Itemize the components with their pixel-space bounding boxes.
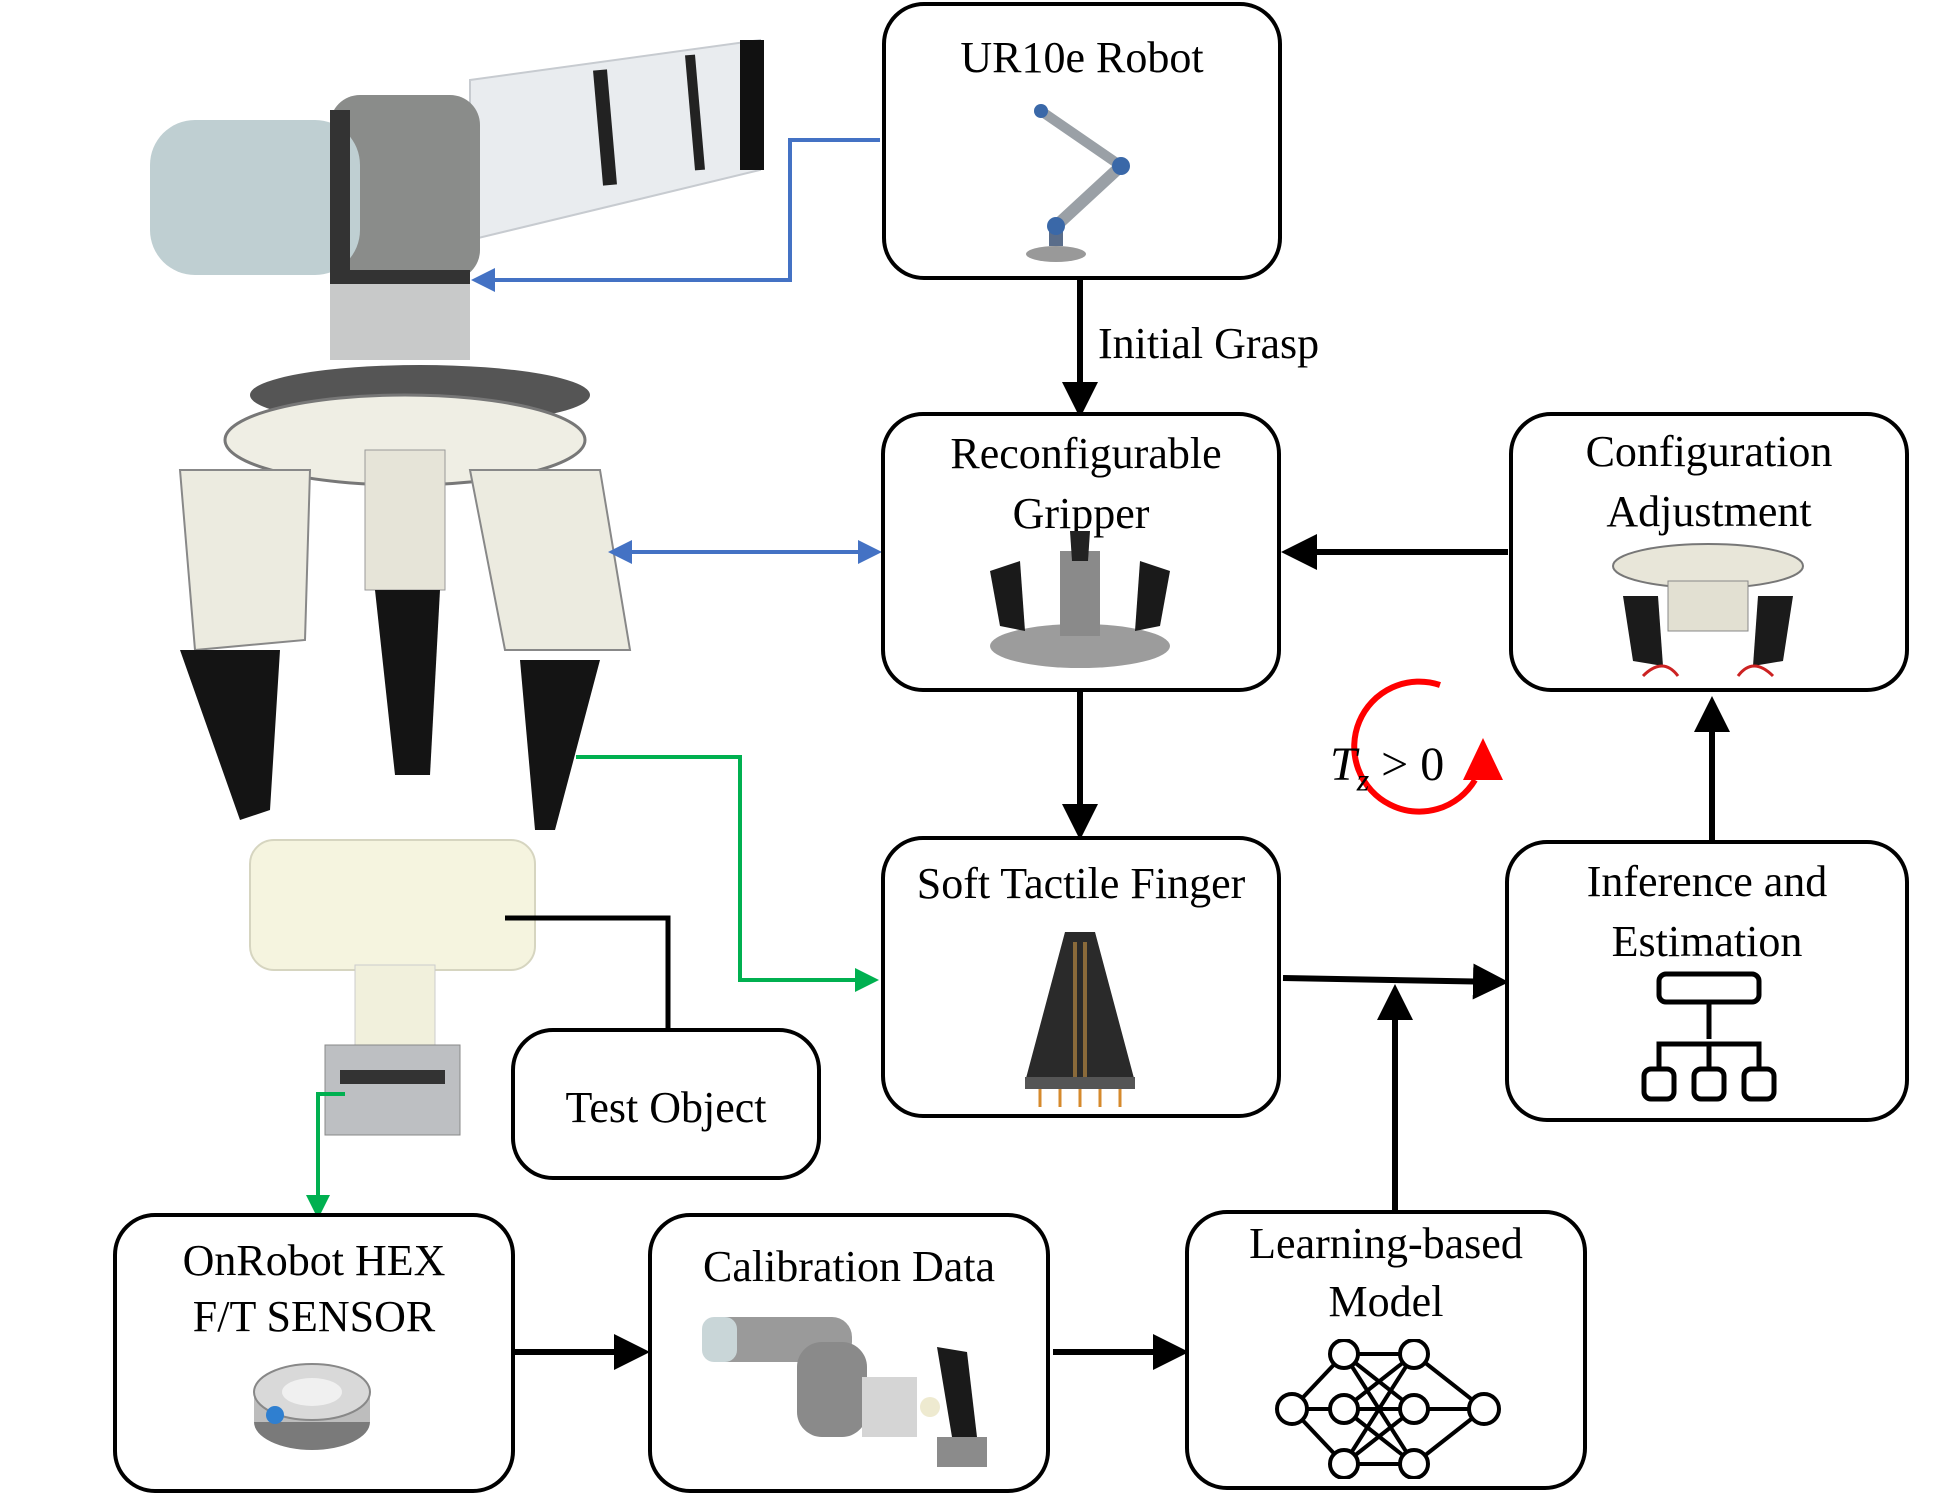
node-ur10e-title: UR10e Robot: [960, 33, 1204, 82]
configuration-gripper-icon: [1612, 543, 1804, 678]
node-calibration-title: Calibration Data: [702, 1242, 995, 1291]
node-gripper-title-1: Reconfigurable: [950, 429, 1222, 478]
node-onrobot-title-1: OnRobot HEX: [182, 1236, 446, 1285]
ft-sensor-illustration: [253, 1363, 371, 1450]
node-configuration-adjustment: Configuration Adjustment: [1509, 412, 1909, 692]
node-calibration-data: Calibration Data: [648, 1213, 1050, 1493]
node-learning-title-2: Model: [1328, 1277, 1444, 1326]
calibration-robot-icon: [702, 1317, 987, 1467]
edge-finger-to-inference: [1282, 963, 1509, 1000]
node-learning-based-model: Learning-based Model: [1185, 1210, 1587, 1490]
node-reconfigurable-gripper: Reconfigurable Gripper: [881, 412, 1281, 692]
node-test-object-title: Test Object: [565, 1083, 767, 1132]
node-inference-title-2: Estimation: [1611, 917, 1803, 966]
torque-subscript: z: [1356, 761, 1370, 798]
edge-label-initial-grasp: Initial Grasp: [1098, 319, 1320, 368]
node-learning-title-1: Learning-based: [1249, 1219, 1523, 1268]
node-inference-title-1: Inference and: [1586, 857, 1828, 906]
torque-label: Tz > 0: [1330, 735, 1444, 810]
node-gripper-title-2: Gripper: [1012, 489, 1150, 538]
node-config-title-1: Configuration: [1585, 427, 1833, 476]
edge-finger-photo-to-finger: [576, 755, 879, 992]
node-config-title-2: Adjustment: [1606, 487, 1812, 536]
node-onrobot-title-2: F/T SENSOR: [192, 1292, 436, 1341]
edge-sensor-photo-to-onrobot: [306, 1092, 345, 1219]
test-object-photo: [249, 839, 536, 1136]
node-ur10e-robot: UR10e Robot: [882, 2, 1282, 280]
node-test-object: Test Object: [511, 1028, 821, 1180]
edge-ur10e-to-robot-arm: [471, 138, 880, 292]
gripper-photo-illustration: [178, 365, 632, 830]
node-soft-tactile-finger: Soft Tactile Finger: [881, 836, 1281, 1118]
ur10e-arm-icon: [1026, 104, 1130, 262]
node-inference-estimation: Inference and Estimation: [1505, 840, 1909, 1122]
robot-arm-illustration: [150, 38, 764, 360]
finger-illustration: [1025, 932, 1135, 1107]
gripper-illustration: [990, 531, 1170, 668]
hierarchy-icon: [1641, 971, 1777, 1102]
torque-symbol: T: [1330, 738, 1357, 791]
torque-rotation-arrow: [1351, 678, 1503, 815]
neural-network-icon: [1275, 1339, 1501, 1479]
node-onrobot-sensor: OnRobot HEX F/T SENSOR: [113, 1213, 515, 1493]
node-finger-title: Soft Tactile Finger: [916, 859, 1246, 908]
torque-relation: > 0: [1381, 738, 1445, 791]
edge-test-object-pointer: [505, 915, 671, 1028]
